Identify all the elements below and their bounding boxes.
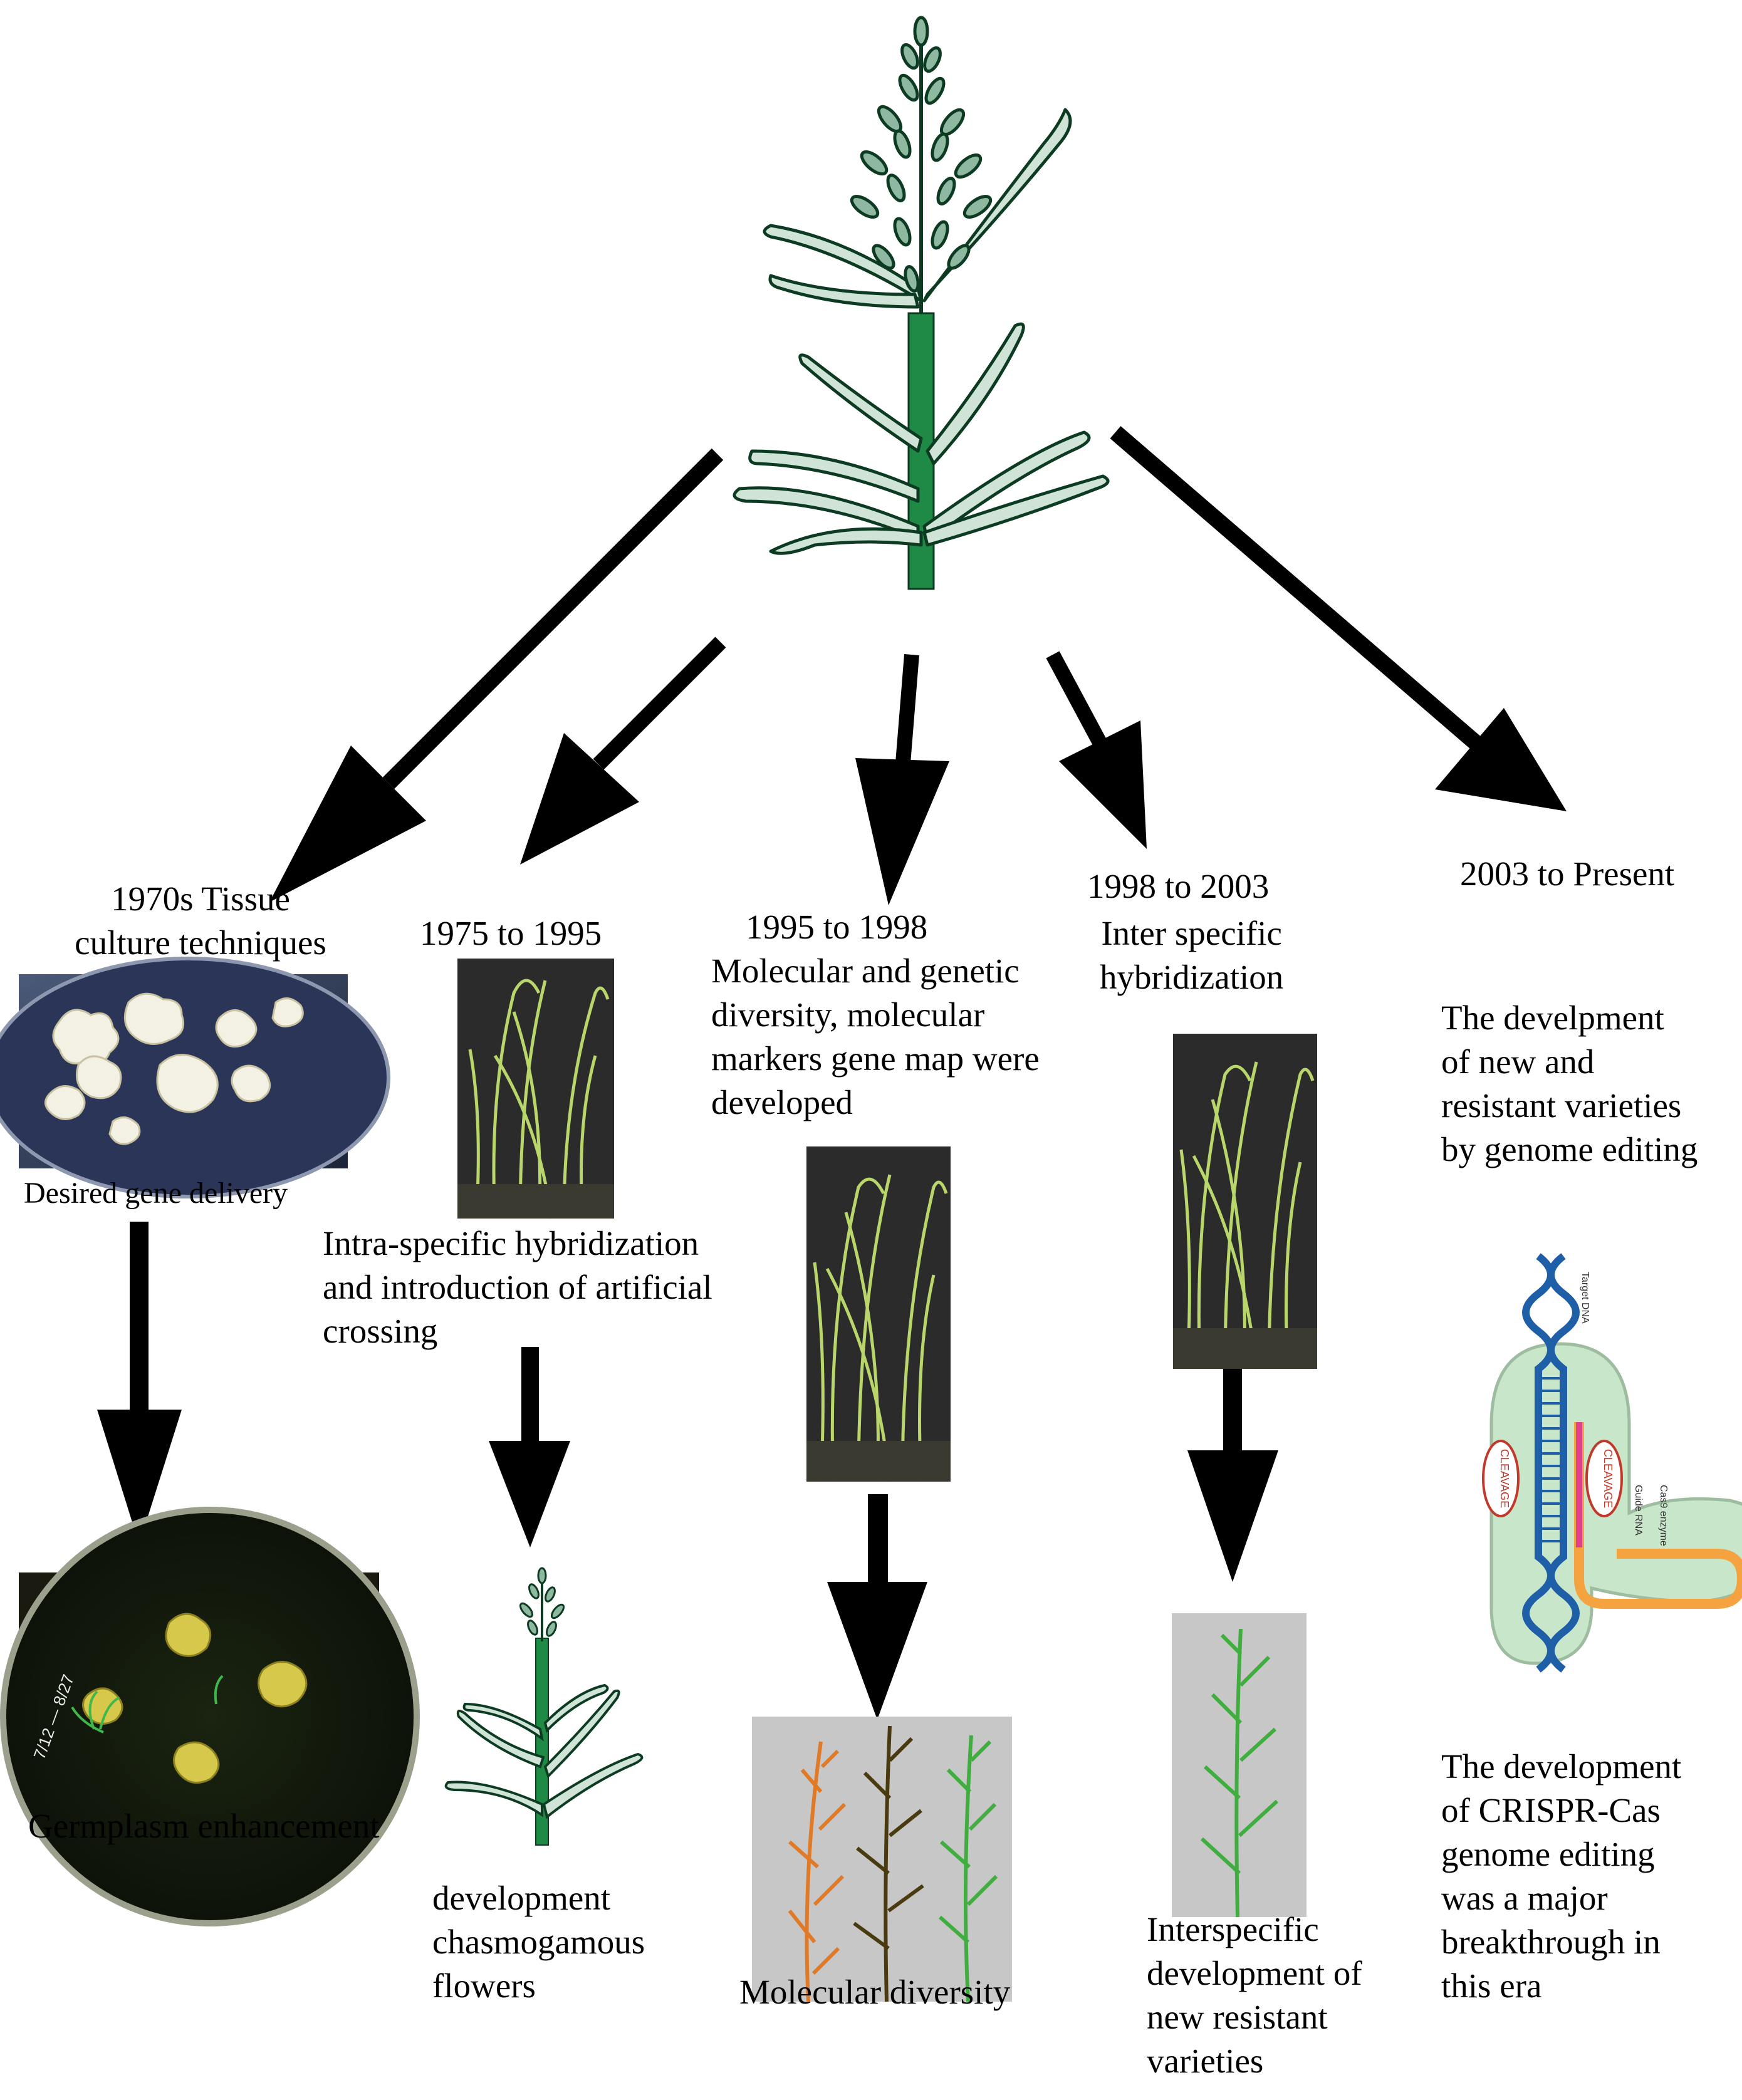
era-description-inter-specific: Inter specific hybridization (1100, 914, 1284, 996)
main-arrows (269, 426, 1567, 905)
crispr-cleavage-right: CLEAVAGE (1602, 1449, 1614, 1508)
era-heading-tissue-culture: 1970s Tissue culture techniques (75, 880, 326, 962)
dna-rungs (1540, 1377, 1562, 1542)
arrow-to-inter-specific (1046, 651, 1147, 849)
crispr-target-dna: Target DNA (1580, 1272, 1590, 1324)
seedling-photo-intra (457, 959, 614, 1219)
outcome-chasmogamous-flowers: development chasmogamous flowers (432, 1879, 645, 2005)
arrow-down-molecular (827, 1494, 927, 1720)
plant-panicle (850, 16, 993, 313)
era-description-genome-editing: The develpment of new and resistant vari… (1441, 999, 1698, 1168)
cleavage-site-left (1482, 1440, 1520, 1517)
arrow-to-genome-editing (1110, 426, 1567, 811)
brown-panicle (853, 1725, 924, 2002)
crispr-guide-rna: Guide RNA (1633, 1485, 1644, 1536)
seedling-photo-inter (1173, 1034, 1317, 1370)
green-panicle (939, 1735, 998, 2002)
outcome-crispr-breakthrough: The development of CRISPR-Cas genome edi… (1441, 1747, 1682, 2005)
era-heading-inter-specific: 1998 to 2003 (1087, 867, 1270, 905)
arrow-down-inter (1187, 1369, 1278, 1582)
outcome-interspecific-varieties: Interspecific development of new resista… (1147, 1910, 1362, 2080)
caption-desired-gene-delivery: Desired gene delivery (24, 1177, 288, 1210)
era-heading-intra-specific: 1975 to 1995 (420, 914, 602, 952)
era-description-intra-specific: Intra-specific hybridization and introdu… (323, 1224, 712, 1350)
arrow-to-molecular (855, 654, 949, 905)
arrow-to-intra-specific (520, 637, 726, 865)
outcome-germplasm-enhancement: Germplasm enhancement (28, 1807, 380, 1845)
era-heading-genome-editing: 2003 to Present (1460, 855, 1675, 893)
molecular-diversity-panicles (752, 1717, 1012, 2002)
top-plant-illustration (733, 16, 1110, 590)
outcome-molecular-diversity: Molecular diversity (739, 1973, 1011, 2011)
era-heading-molecular: 1995 to 1998 (746, 908, 928, 946)
small-plant-illustration (444, 1567, 644, 1846)
arrow-down-tissue (97, 1222, 182, 1544)
dna-strands (1522, 1253, 1580, 1673)
orange-panicle (788, 1741, 847, 2002)
germplasm-photo: 7/12 — 8/27 (0, 1507, 420, 1926)
crispr-cas9: Cas9 enzyme (1658, 1485, 1669, 1546)
era-description-molecular: Molecular and genetic diversity, molecul… (711, 952, 1040, 1121)
cleavage-site-right (1585, 1440, 1623, 1517)
crispr-cleavage-left: CLEAVAGE (1498, 1449, 1511, 1508)
down-arrows (97, 1222, 1278, 1720)
crispr-cas-diagram: CLEAVAGE CLEAVAGE Target DNA Guide RNA C… (1482, 1253, 1742, 1673)
arrow-down-intra (489, 1347, 570, 1547)
interspecific-panicle (1172, 1613, 1306, 1918)
cas9-scaffold (1574, 1422, 1742, 1609)
seedling-photo-molecular (806, 1146, 951, 1482)
tissue-culture-photo (0, 957, 390, 1198)
arrow-to-tissue-culture (269, 448, 724, 902)
